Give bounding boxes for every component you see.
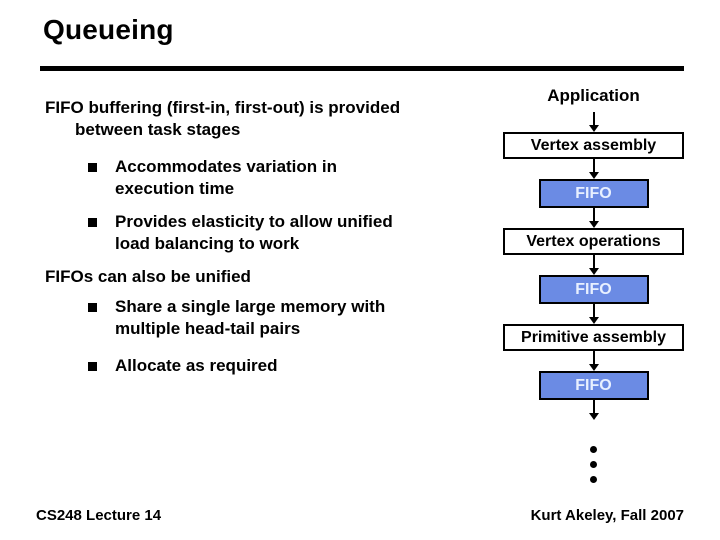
bullet-share-memory: Share a single large memory with multipl…	[88, 296, 445, 340]
bullet-line: execution time	[115, 179, 235, 198]
footer-course: CS248 Lecture 14	[36, 507, 162, 524]
arrow-head	[588, 317, 599, 324]
ellipsis-dots-icon	[590, 442, 597, 487]
arrow-head	[588, 268, 599, 275]
bullet-accommodates-variation: Accommodates variation in execution time	[88, 156, 445, 200]
down-arrow-icon	[588, 304, 599, 324]
down-arrow-icon	[588, 208, 599, 228]
bullet-text: Accommodates variation in execution time	[115, 156, 445, 200]
paragraph-line: between task stages	[75, 120, 241, 139]
bullet-provides-elasticity: Provides elasticity to allow unified loa…	[88, 211, 445, 255]
dot	[590, 461, 597, 468]
arrow-line	[592, 400, 595, 413]
slide-title: Queueing	[43, 14, 174, 45]
down-arrow-icon	[588, 112, 599, 132]
bullet-square-icon	[88, 303, 97, 312]
arrow-head	[588, 364, 599, 371]
diagram-node-fifo-3: FIFO	[538, 371, 649, 400]
arrow-line	[592, 255, 595, 268]
dot	[590, 446, 597, 453]
bullet-line: Allocate as required	[115, 356, 278, 375]
diagram-node-primitive-assembly: Primitive assembly	[503, 324, 684, 351]
paragraph-fifos-unified: FIFOs can also be unified	[45, 267, 251, 286]
arrow-head	[588, 413, 599, 420]
bullet-line: load balancing to work	[115, 234, 300, 253]
bullet-line: Share a single large memory with	[115, 297, 386, 316]
arrow-line	[592, 208, 595, 221]
bullet-text: Allocate as required	[115, 355, 445, 377]
arrow-head	[588, 221, 599, 228]
bullet-line: Provides elasticity to allow unified	[115, 212, 393, 231]
paragraph-fifo-buffering: FIFO buffering (first-in, first-out) is …	[45, 97, 485, 141]
bullet-square-icon	[88, 218, 97, 227]
down-arrow-icon	[588, 159, 599, 179]
paragraph-line: FIFO buffering (first-in, first-out) is …	[45, 98, 401, 117]
arrow-line	[592, 112, 595, 125]
bullet-text: Share a single large memory with multipl…	[115, 296, 445, 340]
down-arrow-icon	[588, 255, 599, 275]
arrow-head	[588, 172, 599, 179]
pipeline-diagram: Application Vertex assembly FIFO Vertex …	[503, 86, 684, 487]
diagram-node-vertex-assembly: Vertex assembly	[503, 132, 684, 159]
arrow-line	[592, 159, 595, 172]
diagram-source-label: Application	[547, 86, 640, 105]
arrow-line	[592, 351, 595, 364]
bullet-line: multiple head-tail pairs	[115, 319, 301, 338]
bullet-square-icon	[88, 362, 97, 371]
bullet-text: Provides elasticity to allow unified loa…	[115, 211, 445, 255]
bullet-square-icon	[88, 163, 97, 172]
arrow-head	[588, 125, 599, 132]
diagram-node-fifo-2: FIFO	[538, 275, 649, 304]
footer-author: Kurt Akeley, Fall 2007	[530, 507, 684, 524]
down-arrow-icon	[588, 351, 599, 371]
dot	[590, 476, 597, 483]
diagram-node-vertex-operations: Vertex operations	[503, 228, 684, 255]
diagram-node-fifo-1: FIFO	[538, 179, 649, 208]
bullet-allocate: Allocate as required	[88, 355, 445, 377]
bullet-line: Accommodates variation in	[115, 157, 338, 176]
arrow-line	[592, 304, 595, 317]
title-underline	[40, 66, 684, 71]
down-arrow-icon	[588, 400, 599, 420]
